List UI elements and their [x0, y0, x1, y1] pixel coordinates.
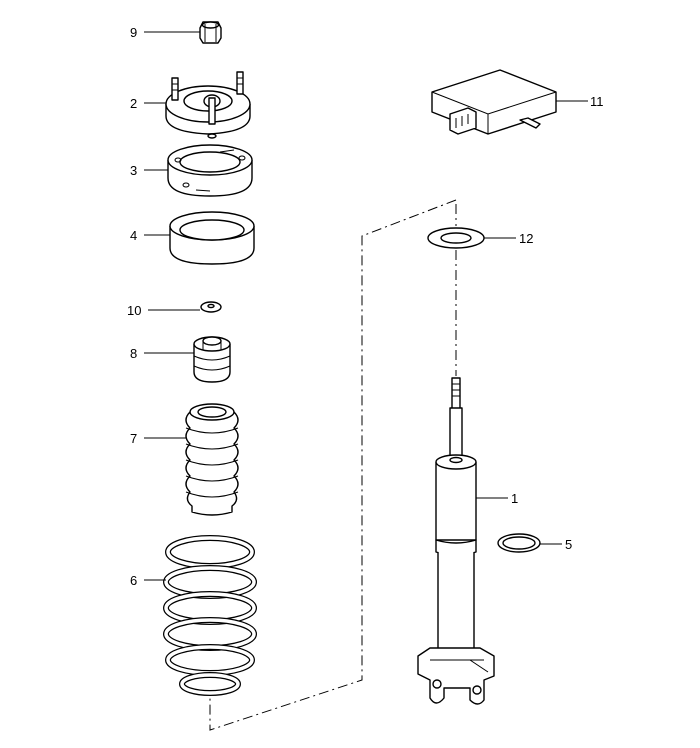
callout-12: 12 — [519, 231, 533, 246]
callout-10: 10 — [127, 303, 141, 318]
callout-8: 8 — [130, 346, 137, 361]
callout-4: 4 — [130, 228, 137, 243]
part-1-shock-absorber — [417, 377, 495, 705]
part-7-dust-boot — [185, 403, 239, 516]
callout-7: 7 — [130, 431, 137, 446]
callout-1: 1 — [511, 491, 518, 506]
callout-5: 5 — [565, 537, 572, 552]
assembly-guide-lines — [209, 199, 457, 731]
callout-3: 3 — [130, 163, 137, 178]
callout-6: 6 — [130, 573, 137, 588]
part-5-circlip — [497, 533, 541, 553]
part-3-spacer-ring — [167, 144, 253, 197]
part-10-washer — [200, 301, 222, 313]
part-4-ring — [169, 211, 255, 265]
part-2-top-mount — [165, 71, 251, 139]
callout-9: 9 — [130, 25, 137, 40]
callout-11: 11 — [590, 94, 604, 109]
callout-2: 2 — [130, 96, 137, 111]
part-11-control-unit — [431, 69, 557, 135]
callout-labels: 9 2 3 4 10 8 7 6 11 12 1 5 — [127, 25, 604, 588]
part-9-nut — [199, 21, 222, 44]
part-12-washer — [427, 227, 485, 249]
part-6-coil-spring — [163, 535, 257, 696]
part-8-bump-stop — [193, 336, 231, 383]
leader-lines — [144, 31, 588, 581]
